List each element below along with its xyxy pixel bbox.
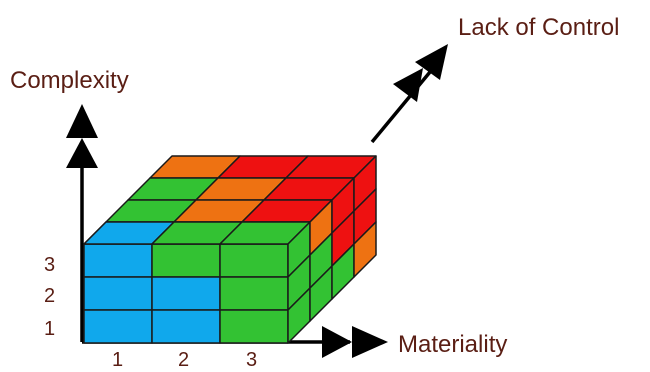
front-cell — [219, 243, 289, 278]
front-cell — [151, 276, 221, 311]
front-cell — [219, 309, 289, 344]
lack-of-control-axis-line — [370, 70, 432, 144]
lack-of-control-arrowhead-upper — [415, 44, 448, 80]
complexity-arrowhead-lower — [66, 138, 98, 168]
complexity-tick-1: 1 — [44, 318, 55, 340]
risk-cube — [83, 155, 377, 344]
complexity-tick-3: 3 — [44, 254, 55, 276]
front-cell — [83, 243, 153, 278]
materiality-tick-2: 2 — [178, 349, 189, 371]
materiality-axis-title: Materiality — [398, 331, 507, 358]
complexity-tick-2: 2 — [44, 285, 55, 307]
complexity-axis-title: Complexity — [10, 67, 129, 94]
front-cell — [83, 276, 153, 311]
front-cell — [83, 309, 153, 344]
materiality-arrowhead-left — [322, 326, 352, 358]
lack-of-control-axis-title: Lack of Control — [458, 14, 619, 41]
front-cell — [151, 243, 221, 278]
side-cell — [353, 221, 377, 278]
materiality-tick-3: 3 — [246, 349, 257, 371]
materiality-tick-1: 1 — [112, 349, 123, 371]
lack-of-control-arrowhead-lower — [393, 68, 423, 102]
front-cell — [219, 276, 289, 311]
complexity-arrowhead-upper — [66, 104, 98, 138]
materiality-arrowhead-right — [352, 326, 388, 358]
front-cell — [151, 309, 221, 344]
